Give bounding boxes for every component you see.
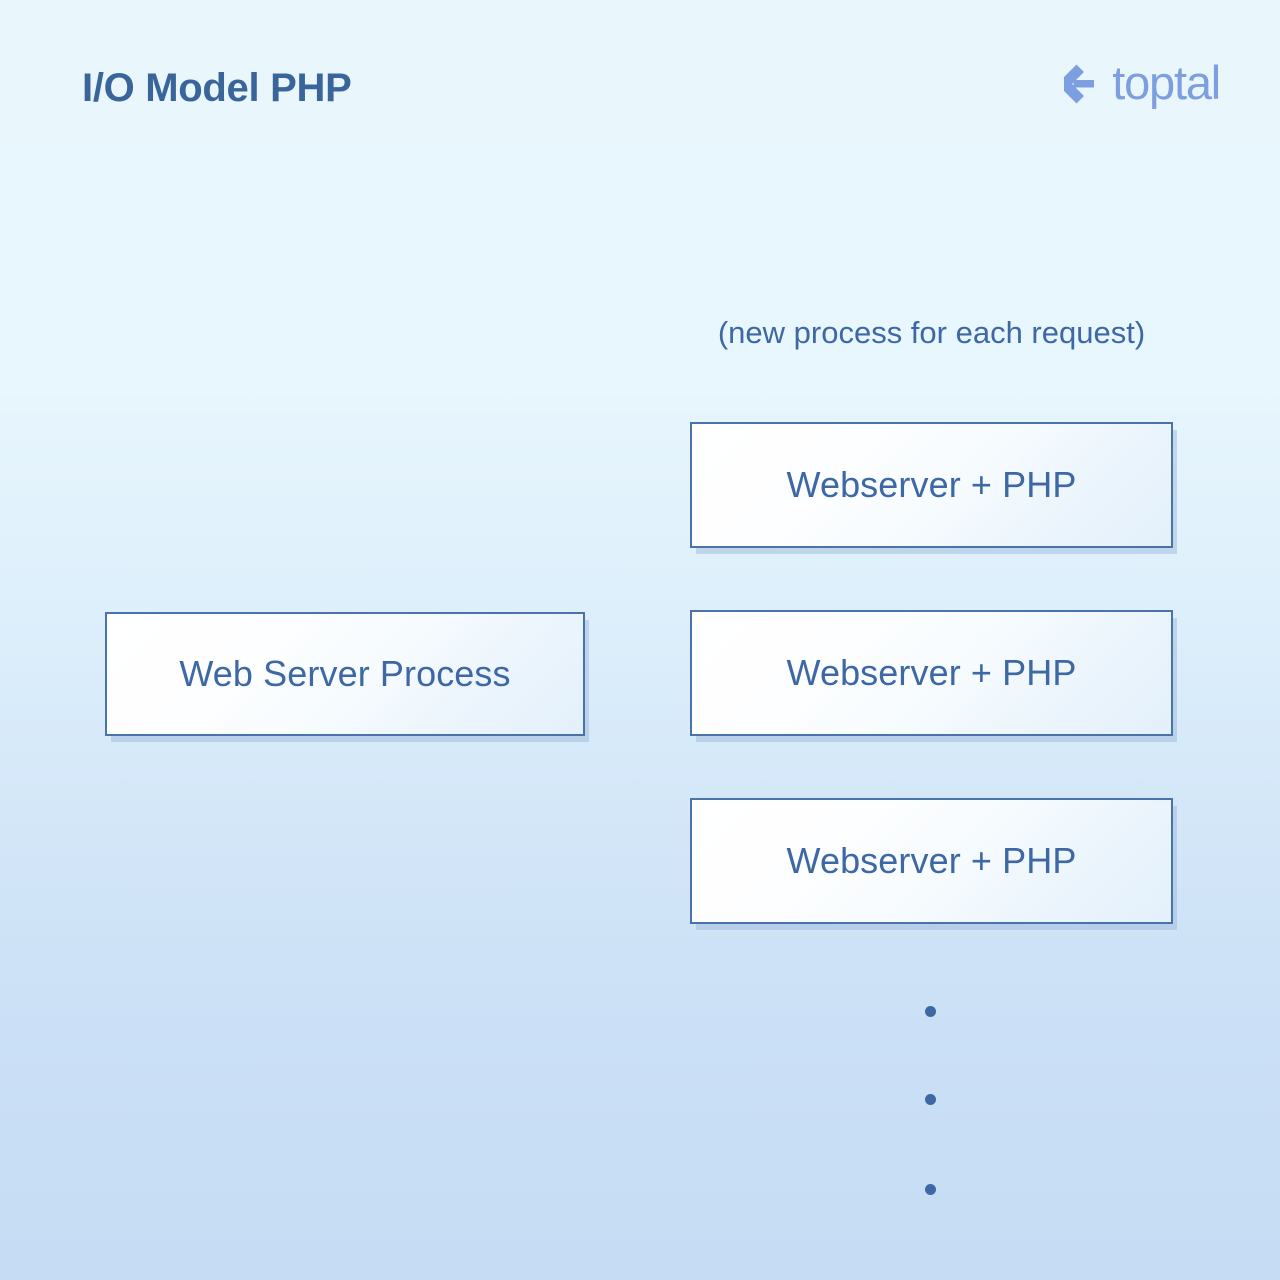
box-label: Webserver + PHP: [786, 464, 1077, 505]
toptal-wordmark: toptal: [1112, 55, 1221, 109]
box-label: Webserver + PHP: [786, 840, 1077, 881]
toptal-chevron-icon: [1060, 61, 1106, 107]
page-title: I/O Model PHP: [82, 66, 352, 110]
ellipsis-dot: [925, 1184, 936, 1195]
toptal-logo: toptal: [1060, 55, 1221, 113]
ellipsis-dot: [925, 1094, 936, 1105]
ellipsis-dot: [925, 1006, 936, 1017]
web-server-process-box: Web Server Process: [105, 612, 585, 736]
box-label: Webserver + PHP: [786, 652, 1077, 693]
webserver-php-box-2: Webserver + PHP: [690, 610, 1173, 736]
diagram-caption: (new process for each request): [717, 315, 1146, 350]
webserver-php-box-1: Webserver + PHP: [690, 422, 1173, 548]
vertical-ellipsis-icon: [925, 1006, 937, 1206]
webserver-php-box-3: Webserver + PHP: [690, 798, 1173, 924]
box-label: Web Server Process: [179, 653, 511, 694]
